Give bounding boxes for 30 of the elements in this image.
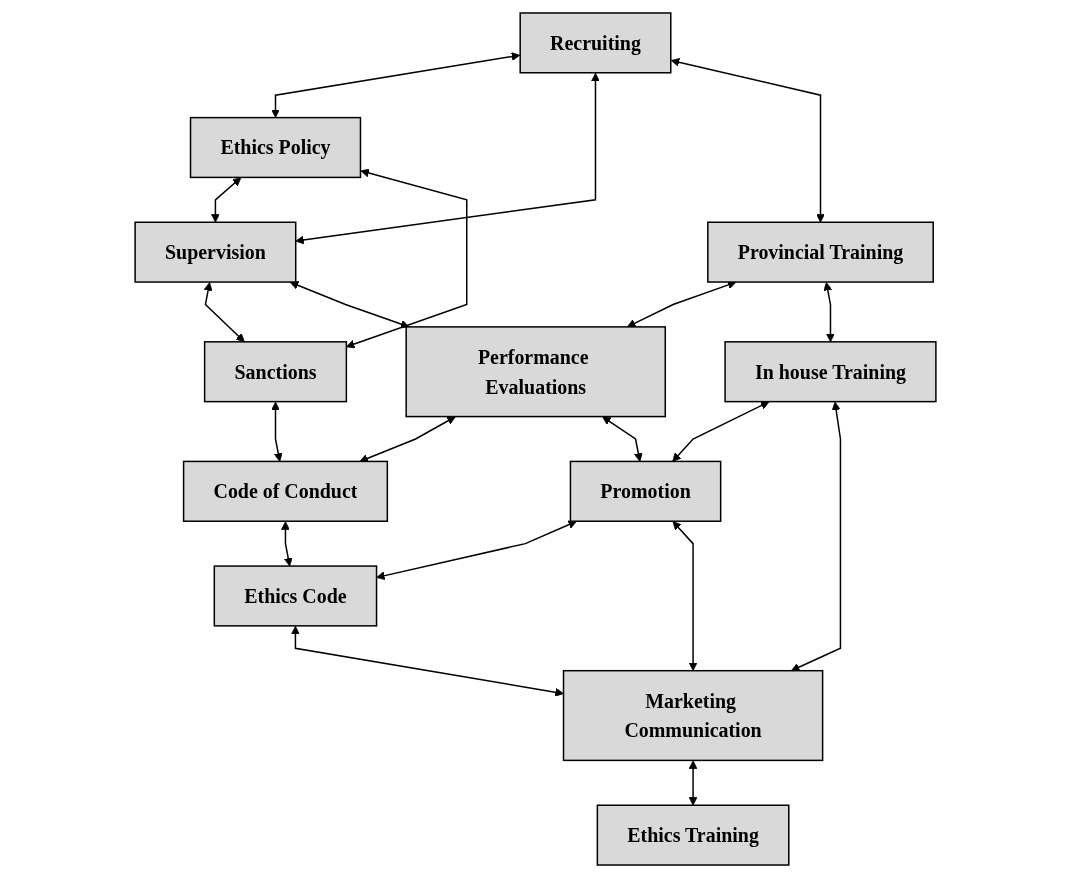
node-box: Promotion — [569, 460, 722, 522]
arrow — [271, 52, 521, 118]
arrow — [289, 281, 410, 329]
arrow — [211, 177, 242, 223]
node-box: Code of Conduct — [182, 460, 389, 522]
arrow — [688, 760, 698, 806]
arrow — [271, 401, 283, 462]
node-box: Sanctions — [203, 341, 348, 403]
arrow — [281, 521, 293, 567]
arrow — [359, 416, 456, 463]
arrow — [823, 282, 835, 343]
arrow — [203, 282, 245, 343]
node-box: Supervision — [134, 221, 297, 283]
arrow — [291, 625, 564, 697]
arrow — [346, 168, 468, 349]
node-box: Ethics Policy — [189, 116, 362, 179]
arrow — [376, 520, 577, 580]
node-box: Performance Evaluations — [405, 326, 666, 418]
node-box: Ethics Training — [596, 804, 790, 866]
arrow — [670, 58, 825, 223]
arrow — [790, 401, 842, 672]
node-box: Marketing Communication — [562, 669, 824, 762]
arrow — [295, 72, 600, 245]
arrow — [672, 401, 770, 462]
node-box: Recruiting — [519, 12, 672, 74]
arrow — [672, 521, 698, 672]
node-box: Ethics Code — [213, 565, 378, 627]
node-box: In house Training — [724, 341, 937, 403]
arrow — [602, 416, 643, 462]
node-box: Provincial Training — [707, 221, 934, 283]
